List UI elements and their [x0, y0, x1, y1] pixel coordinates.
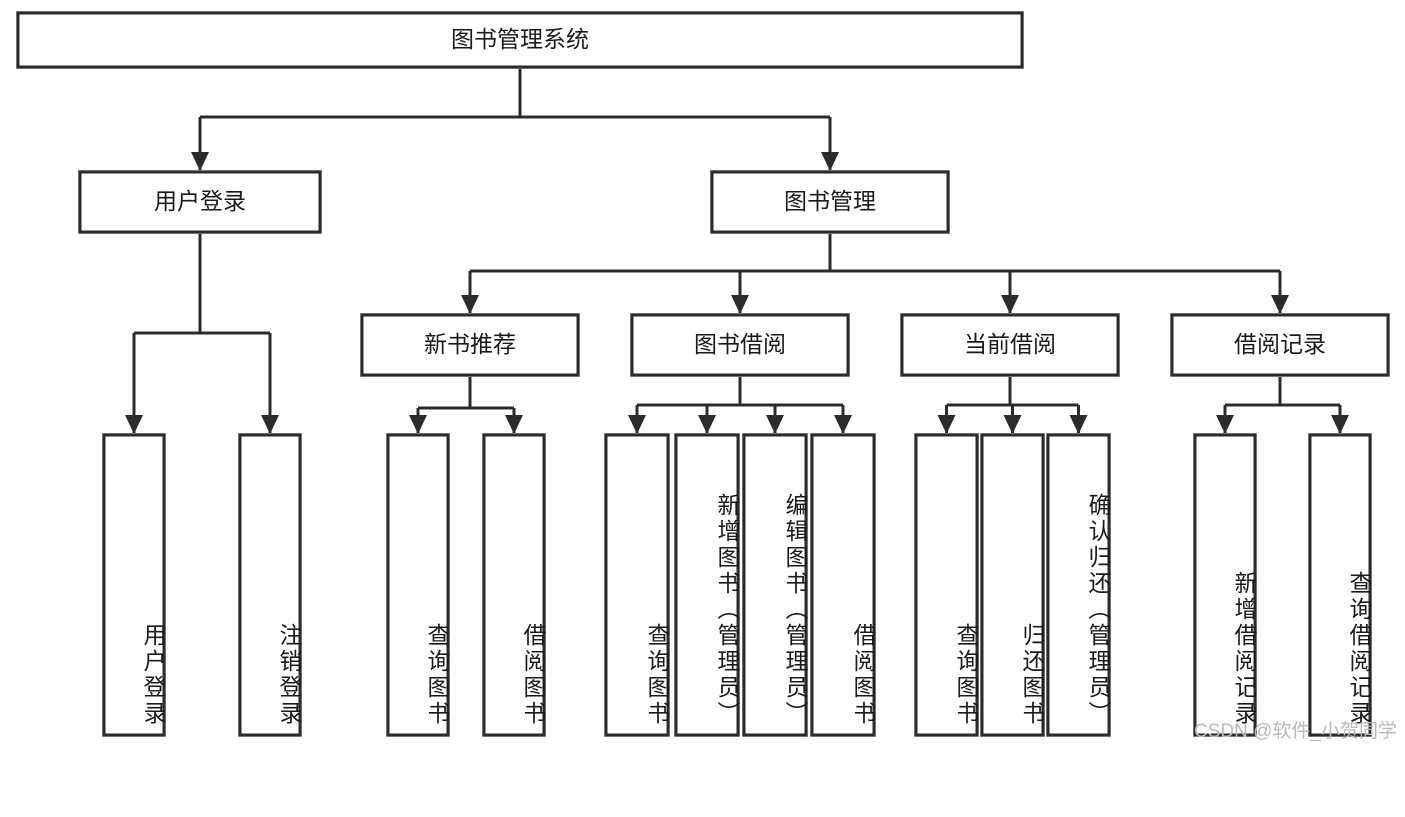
arrow-head-icon — [261, 415, 279, 434]
arrow-head-icon — [1271, 295, 1289, 314]
node-label: 借阅记录 — [1234, 331, 1326, 357]
node-label: 图书管理系统 — [451, 26, 589, 52]
node-root-图书管理系统[interactable] — [16, 11, 1024, 69]
node-label: 用户登录 — [154, 188, 246, 214]
node-label: 图书管理 — [784, 188, 876, 214]
node-label: 新书推荐 — [424, 331, 516, 357]
node-level3-新书推荐[interactable] — [360, 313, 580, 377]
node-leaf-归还图书[interactable] — [980, 433, 1045, 737]
arrow-head-icon — [766, 415, 784, 434]
arrow-head-icon — [191, 152, 209, 171]
arrow-head-icon — [505, 415, 523, 434]
node-label: 当前借阅 — [964, 331, 1056, 357]
arrow-head-icon — [125, 415, 143, 434]
arrow-head-icon — [1001, 295, 1019, 314]
node-level3-当前借阅[interactable] — [900, 313, 1120, 377]
node-leaf-编辑图书管理员[interactable] — [742, 433, 808, 737]
boxes-layer — [16, 11, 1390, 737]
node-leaf-查询图书[interactable] — [386, 433, 450, 737]
node-leaf-新增借阅记录[interactable] — [1193, 433, 1257, 737]
arrow-head-icon — [937, 415, 956, 434]
node-leaf-确认归还管理员[interactable] — [1046, 433, 1111, 737]
arrow-head-icon — [1003, 415, 1022, 434]
arrow-head-icon — [1216, 415, 1234, 434]
node-level2-用户登录[interactable] — [78, 170, 322, 234]
node-leaf-查询图书[interactable] — [604, 433, 670, 737]
node-level2-图书管理[interactable] — [710, 170, 950, 234]
arrow-head-icon — [698, 415, 716, 434]
arrow-head-icon — [1069, 415, 1088, 434]
watermark-text: CSDN @软件_小贺同学 — [1194, 721, 1397, 742]
node-level3-图书借阅[interactable] — [630, 313, 850, 377]
node-leaf-借阅图书[interactable] — [810, 433, 876, 737]
node-level3-借阅记录[interactable] — [1170, 313, 1390, 377]
node-label: 图书借阅 — [694, 331, 786, 357]
arrow-head-icon — [628, 415, 646, 434]
node-leaf-用户登录[interactable] — [102, 433, 166, 737]
arrow-head-icon — [409, 415, 427, 434]
hierarchy-diagram: 图书管理系统用户登录图书管理新书推荐图书借阅当前借阅借阅记录 用户登录注销登录查… — [16, 11, 1397, 742]
arrow-head-icon — [821, 152, 839, 171]
arrow-head-icon — [834, 415, 852, 434]
node-leaf-查询图书[interactable] — [914, 433, 979, 737]
edges-layer — [125, 67, 1349, 434]
node-leaf-借阅图书[interactable] — [482, 433, 546, 737]
arrow-head-icon — [1331, 415, 1349, 434]
node-leaf-查询借阅记录[interactable] — [1308, 433, 1372, 737]
node-leaf-注销登录[interactable] — [238, 433, 302, 737]
arrow-head-icon — [461, 295, 479, 314]
arrow-head-icon — [731, 295, 749, 314]
node-leaf-新增图书管理员[interactable] — [674, 433, 740, 737]
